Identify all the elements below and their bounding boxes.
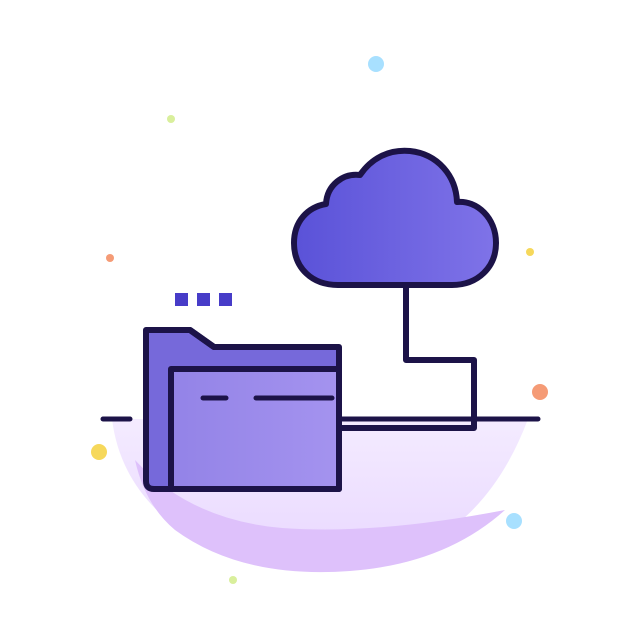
folder-icon	[143, 327, 342, 492]
ellipsis-icon	[175, 293, 232, 306]
decorative-dot-icon	[91, 56, 548, 584]
cloud-icon	[291, 147, 499, 288]
network-connection-icon	[335, 283, 477, 431]
